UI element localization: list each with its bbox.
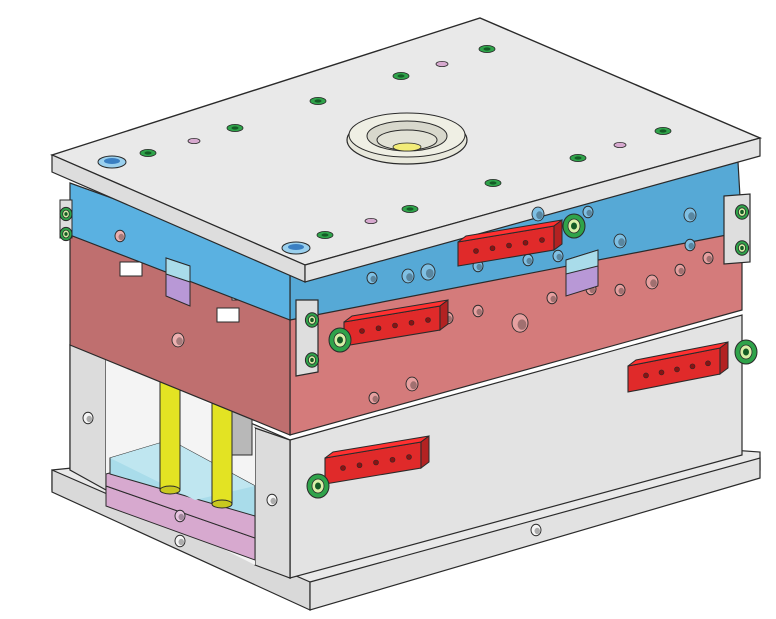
- plate-hole-shadow: [517, 319, 527, 330]
- manifold-end: [719, 341, 729, 375]
- plate-hole-shadow: [586, 209, 592, 217]
- water-fittings: [59, 204, 758, 499]
- water-fitting: [734, 339, 758, 365]
- plate-hole-shadow: [410, 381, 417, 390]
- water-manifolds: [324, 219, 729, 485]
- manifold-end: [439, 299, 449, 331]
- plate-hole-shadow: [650, 279, 657, 288]
- manifold-port: [473, 248, 479, 254]
- plate-hole-shadow: [526, 257, 532, 265]
- water-fitting: [59, 206, 73, 222]
- water-fitting: [734, 204, 750, 220]
- plate-holes: [82, 205, 714, 548]
- manifold-port: [392, 322, 398, 329]
- screw-hole-center: [231, 126, 239, 130]
- manifold-port: [539, 237, 545, 243]
- water-fitting: [59, 226, 73, 242]
- fitting-core: [315, 482, 321, 490]
- manifold-port: [406, 454, 412, 460]
- water-manifold: [457, 219, 563, 267]
- pin-hole: [613, 141, 627, 148]
- fitting-core: [337, 336, 343, 344]
- parting-lock: [165, 249, 599, 307]
- screw-hole-center: [321, 233, 329, 237]
- fitting-core: [310, 317, 314, 323]
- water-fitting: [306, 473, 330, 499]
- manifold-port: [643, 372, 649, 379]
- plate-hole-shadow: [618, 238, 625, 247]
- manifold-end: [553, 219, 563, 251]
- fitting-core: [740, 209, 744, 215]
- screw-hole-center: [314, 99, 322, 103]
- plate-hole-shadow: [618, 287, 624, 295]
- manifold-port: [373, 459, 379, 466]
- manifold-port: [408, 319, 415, 326]
- plate-hole-shadow: [406, 273, 413, 282]
- water-manifold: [324, 435, 430, 485]
- manifold-port: [375, 325, 382, 332]
- plate-hole-shadow: [178, 513, 184, 521]
- plate-hole-shadow: [688, 212, 695, 221]
- plate-hole-shadow: [550, 295, 556, 303]
- water-fitting: [328, 327, 352, 353]
- manifold-port: [356, 462, 363, 469]
- manifold-port: [522, 239, 529, 246]
- manifold-port: [489, 245, 496, 252]
- plate-hole-shadow: [176, 337, 183, 346]
- plate-hole-shadow: [178, 538, 184, 546]
- screw-hole-center: [574, 156, 582, 160]
- screw-hole-center: [483, 47, 491, 51]
- screw-hole-center: [406, 207, 414, 211]
- plate-hole-shadow: [536, 211, 543, 220]
- pin-hole: [187, 137, 201, 144]
- plate-hole-shadow: [688, 242, 694, 250]
- fitting-core: [571, 222, 577, 230]
- manifold-port: [658, 369, 665, 376]
- water-fitting: [304, 312, 320, 328]
- fitting-core: [64, 232, 68, 236]
- plate-hole-shadow: [372, 395, 378, 403]
- guide-bushing-bore: [104, 158, 120, 164]
- locating-ring: [346, 112, 468, 165]
- manifold-port: [506, 242, 512, 249]
- manifold-port: [389, 456, 396, 463]
- plate-hole-shadow: [425, 268, 434, 278]
- water-fitting: [304, 352, 320, 368]
- plate-hole-shadow: [270, 497, 276, 505]
- water-fitting: [734, 240, 750, 256]
- manifold-port: [425, 317, 431, 323]
- screw-hole-center: [397, 74, 405, 78]
- fitting-core: [64, 212, 68, 216]
- guide-bushing-bore: [288, 244, 304, 250]
- plate-hole-shadow: [706, 255, 712, 263]
- screw-hole-center: [144, 151, 152, 155]
- water-fitting: [562, 213, 586, 239]
- fitting-core: [740, 245, 744, 251]
- plate-hole-shadow: [118, 233, 124, 241]
- plate-hole-shadow: [534, 527, 540, 535]
- plate-hole-shadow: [556, 253, 562, 261]
- pin-hole: [364, 217, 378, 224]
- plate-hole-shadow: [86, 415, 92, 423]
- fitting-core: [310, 357, 314, 363]
- manifold-port: [689, 363, 696, 370]
- plate-hole-shadow: [370, 275, 376, 283]
- plate-hole-shadow: [678, 267, 684, 275]
- pin-hole: [435, 61, 449, 68]
- screw-hole-center: [489, 181, 497, 185]
- water-manifold: [627, 341, 729, 393]
- manifold-port: [674, 366, 680, 373]
- screw-hole-center: [659, 129, 667, 133]
- plate-hole-shadow: [476, 263, 482, 271]
- top-plate-holes: [97, 45, 672, 255]
- manifold-port: [359, 328, 365, 334]
- manifold-port: [340, 465, 346, 471]
- manifold-port: [705, 360, 711, 367]
- manifold-end: [420, 435, 430, 469]
- fitting-core: [743, 348, 749, 356]
- plate-hole-shadow: [476, 308, 482, 316]
